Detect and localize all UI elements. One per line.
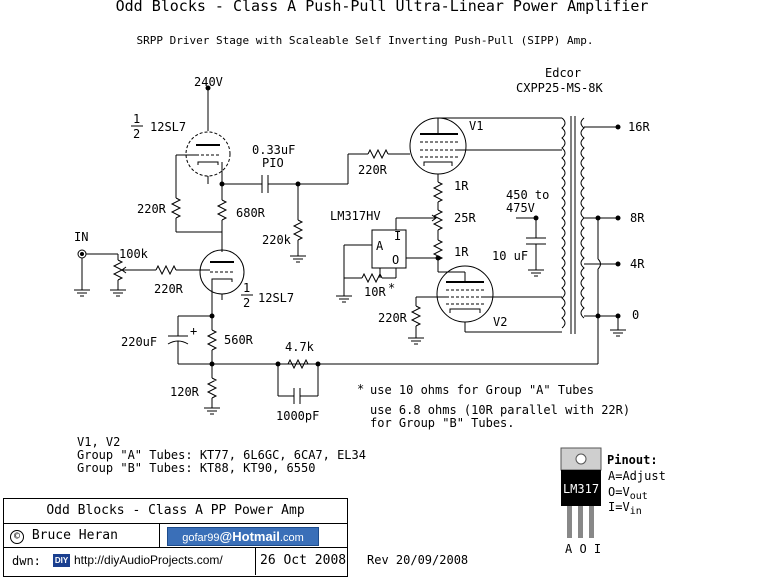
note-line-2: use 6.8 ohms (10R parallel with 22R): [370, 403, 630, 417]
lm317-package: LM317 A O I: [560, 447, 602, 556]
label-47k: 4.7k: [285, 340, 315, 354]
tube-12sl7-top: [185, 131, 231, 177]
label-220r-grid: 220R: [154, 282, 184, 296]
copyright-symbol: ©: [10, 530, 24, 544]
author-name: Bruce Heran: [31, 528, 118, 543]
note-star: *: [357, 382, 364, 396]
note-line-3: for Group "B" Tubes.: [370, 416, 515, 430]
label-half-bot-den: 2: [243, 296, 250, 310]
copyright-line: © Bruce Heran: [10, 528, 118, 544]
label-220r-v1: 220R: [358, 163, 388, 177]
label-half-top-num: 1: [133, 112, 140, 126]
label-1r-bot: 1R: [454, 245, 469, 259]
label-1000pf: 1000pF: [276, 409, 319, 423]
label-220uf: 220uF: [121, 335, 157, 349]
email-domain: Hotmail: [232, 529, 280, 544]
label-16r: 16R: [628, 120, 650, 134]
lm317-pin-letters: A O I: [565, 542, 601, 556]
label-edcor: Edcor: [545, 66, 581, 80]
drawing-date: 26 Oct 2008: [260, 553, 347, 568]
label-4r: 4R: [630, 257, 645, 271]
site-url-link[interactable]: http://diyAudioProjects.com/: [74, 553, 223, 567]
plus-sign: +: [190, 324, 197, 338]
tube-12sl7-bottom: [199, 249, 245, 295]
diagram-title: Odd Blocks - Class A Push-Pull Ultra-Lin…: [116, 0, 649, 15]
label-half-bot-num: 1: [243, 281, 250, 295]
label-pio: PIO: [262, 156, 284, 170]
label-120r: 120R: [170, 385, 200, 399]
label-10r: 10R: [364, 285, 386, 299]
label-reg-o: O: [392, 253, 399, 267]
pinout-a: A=Adjust: [608, 469, 666, 483]
label-033uf: 0.33uF: [252, 143, 295, 157]
pinout-o: O=Vout: [608, 485, 648, 502]
label-475v: 475V: [506, 201, 535, 215]
dwn-label: dwn:: [12, 554, 41, 568]
tubes-line-1: V1, V2: [77, 435, 120, 449]
title-block: Odd Blocks - Class A PP Power Amp © Bruc…: [3, 498, 348, 577]
email-tld: .com: [279, 532, 304, 544]
label-8r: 8R: [630, 211, 645, 225]
pinout-title: Pinout:: [607, 453, 658, 467]
tubes-line-2: Group "A" Tubes: KT77, 6L6GC, 6CA7, EL34: [77, 448, 366, 462]
lm317-chip-label: LM317: [563, 482, 599, 496]
label-560r: 560R: [224, 333, 254, 347]
label-100k: 100k: [119, 247, 149, 261]
label-cxpp25: CXPP25-MS-8K: [516, 81, 603, 95]
label-220k: 220k: [262, 233, 292, 247]
label-12sl7-top: 12SL7: [150, 120, 186, 134]
label-v1: V1: [469, 119, 483, 133]
label-220r-top: 220R: [137, 202, 167, 216]
label-12sl7-bottom: 12SL7: [258, 291, 294, 305]
label-450-to: 450 to: [506, 188, 549, 202]
pinout-i: I=Vin: [608, 500, 642, 517]
label-lm317hv: LM317HV: [330, 209, 381, 223]
label-25r: 25R: [454, 211, 476, 225]
label-10uf: 10 uF: [492, 249, 528, 263]
label-in: IN: [74, 230, 88, 244]
title-block-name: Odd Blocks - Class A PP Power Amp: [46, 503, 305, 518]
diy-badge: DIY: [53, 554, 70, 567]
output-transformer: [561, 116, 585, 334]
label-asterisk: *: [388, 281, 395, 295]
label-v2: V2: [493, 315, 507, 329]
label-0: 0: [632, 308, 639, 322]
tubes-line-3: Group "B" Tubes: KT88, KT90, 6550: [77, 461, 315, 475]
label-220r-v2: 220R: [378, 311, 408, 325]
label-240v: 240V: [194, 75, 223, 89]
email-at: @: [219, 529, 233, 544]
label-half-top-den: 2: [133, 127, 140, 141]
email-user: gofar99: [182, 532, 220, 544]
label-reg-a: A: [376, 239, 384, 253]
label-reg-i: I: [394, 229, 401, 243]
label-1r-top: 1R: [454, 179, 469, 193]
diagram-subtitle: SRPP Driver Stage with Scaleable Self In…: [137, 34, 594, 47]
email-badge[interactable]: gofar99@Hotmail.com: [167, 527, 319, 546]
revision: Rev 20/09/2008: [367, 553, 468, 567]
label-680r: 680R: [236, 206, 266, 220]
note-line-1: use 10 ohms for Group "A" Tubes: [370, 383, 594, 397]
